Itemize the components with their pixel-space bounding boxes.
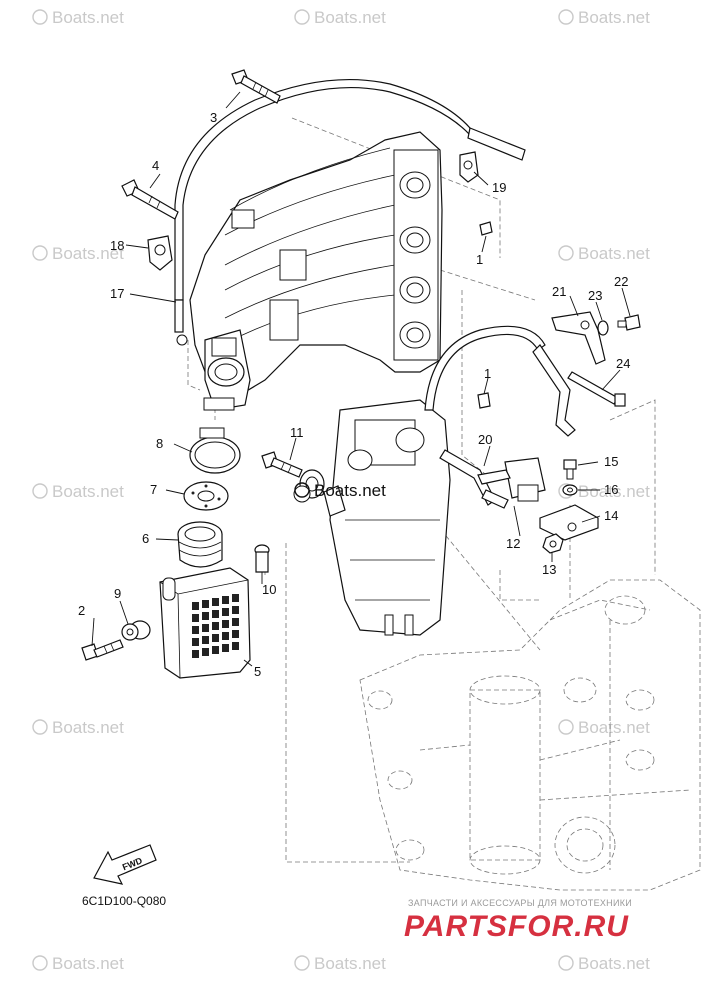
callout-2: 3 bbox=[210, 110, 217, 125]
callout-22: 22 bbox=[614, 274, 628, 289]
intake-manifold bbox=[176, 131, 443, 411]
callout-15: 15 bbox=[604, 454, 618, 469]
svg-text:Boats.net: Boats.net bbox=[578, 954, 650, 973]
callout-11: 11 bbox=[290, 425, 304, 440]
watermark-bottom-center: Boats.net bbox=[294, 954, 386, 973]
pin-part-1-lower bbox=[477, 392, 491, 409]
bolt-part-3 bbox=[121, 179, 179, 220]
callout-13: 13 bbox=[542, 562, 556, 577]
grommet-center bbox=[293, 469, 325, 503]
callout-20: 20 bbox=[478, 432, 492, 447]
fwd-arrow-icon: FWD bbox=[93, 844, 157, 885]
bolt-part-11 bbox=[261, 451, 303, 478]
svg-text:Boats.net: Boats.net bbox=[52, 718, 124, 737]
callout-6: 7 bbox=[150, 482, 157, 497]
site-logo: PARTSFOR.RU bbox=[404, 910, 629, 943]
grommet-part-23 bbox=[597, 320, 609, 336]
cable-tie-part-24 bbox=[567, 371, 626, 407]
watermark-bottom-left: Boats.net bbox=[32, 954, 124, 973]
callout-1-upper: 1 bbox=[476, 252, 483, 267]
watermark-bottom-right: Boats.net bbox=[558, 954, 650, 973]
clip-part-18 bbox=[147, 235, 173, 271]
callout-1-lower: 1 bbox=[484, 366, 491, 381]
callout-19: 19 bbox=[492, 180, 506, 195]
svg-text:Boats.net: Boats.net bbox=[314, 8, 386, 27]
bolt-part-2 bbox=[231, 69, 281, 104]
callout-8: 9 bbox=[114, 586, 121, 601]
diagram-code: 6C1D100-Q080 bbox=[82, 894, 166, 908]
callout-17: 17 bbox=[110, 286, 124, 301]
bracket-part-14 bbox=[539, 504, 599, 541]
watermark-mid-right-upper: Boats.net bbox=[558, 244, 650, 263]
engine-block bbox=[359, 579, 701, 891]
callout-21: 21 bbox=[552, 284, 566, 299]
bolt-part-15 bbox=[563, 459, 577, 480]
callout-16: 16 bbox=[604, 482, 618, 497]
center-watermark: Boats.net bbox=[294, 481, 386, 500]
boot-part-5 bbox=[177, 521, 223, 568]
watermark-mid-left-upper: Boats.net bbox=[32, 244, 124, 263]
callout-3: 4 bbox=[152, 158, 159, 173]
callouts: 3 4 18 17 19 1 1 21 23 22 24 11 20 15 16… bbox=[78, 110, 630, 679]
hose-part-20-area bbox=[439, 449, 496, 506]
grommet-part-8 bbox=[121, 620, 151, 641]
callout-10: 2 bbox=[78, 603, 85, 618]
svg-text:Boats.net: Boats.net bbox=[578, 718, 650, 737]
silencer-part-4 bbox=[159, 567, 251, 679]
callout-18: 18 bbox=[110, 238, 124, 253]
callout-12: 12 bbox=[506, 536, 520, 551]
svg-text:Boats.net: Boats.net bbox=[578, 482, 650, 501]
svg-text:Boats.net: Boats.net bbox=[578, 8, 650, 27]
bolt-part-10 bbox=[81, 639, 124, 661]
site-branding: ЗАПЧАСТИ И АКСЕССУАРЫ ДЛЯ МОТОТЕХНИКИ PA… bbox=[404, 898, 632, 943]
svg-text:Boats.net: Boats.net bbox=[52, 954, 124, 973]
bolt-part-22 bbox=[617, 314, 641, 331]
hose-upper-right bbox=[424, 325, 576, 437]
callout-7: 8 bbox=[156, 436, 163, 451]
bracket-part-21 bbox=[551, 311, 606, 365]
clamp-part-7 bbox=[189, 427, 241, 474]
callout-9: 10 bbox=[262, 582, 276, 597]
gasket-part-6 bbox=[183, 481, 229, 511]
watermark-top-center: Boats.net bbox=[294, 8, 386, 27]
silencer-grid bbox=[192, 594, 239, 658]
svg-text:Boats.net: Boats.net bbox=[52, 482, 124, 501]
callout-23: 23 bbox=[588, 288, 602, 303]
callout-24: 24 bbox=[616, 356, 630, 371]
clip-part-19 bbox=[459, 151, 479, 183]
throttle-body bbox=[323, 399, 451, 636]
nut-part-13 bbox=[542, 533, 564, 554]
bolt-part-9 bbox=[254, 544, 270, 573]
sensor-part-12 bbox=[477, 457, 546, 509]
hose-part-2 bbox=[174, 78, 526, 333]
svg-text:Boats.net: Boats.net bbox=[52, 8, 124, 27]
svg-text:Boats.net: Boats.net bbox=[314, 954, 386, 973]
watermark-top-left: Boats.net bbox=[32, 8, 124, 27]
svg-text:Boats.net: Boats.net bbox=[52, 244, 124, 263]
svg-text:Boats.net: Boats.net bbox=[578, 244, 650, 263]
callout-14: 14 bbox=[604, 508, 618, 523]
pin-part-1-upper bbox=[479, 221, 493, 236]
callout-5: 6 bbox=[142, 531, 149, 546]
watermark-mid-left: Boats.net bbox=[32, 482, 124, 501]
callout-4: 5 bbox=[254, 664, 261, 679]
washer-part-16 bbox=[562, 484, 578, 496]
svg-text:Boats.net: Boats.net bbox=[314, 481, 386, 500]
watermark-lower-right: Boats.net bbox=[558, 718, 650, 737]
watermark-lower-left: Boats.net bbox=[32, 718, 124, 737]
site-tagline: ЗАПЧАСТИ И АКСЕССУАРЫ ДЛЯ МОТОТЕХНИКИ bbox=[408, 898, 632, 908]
watermark-top-right: Boats.net bbox=[558, 8, 650, 27]
leader-lines bbox=[91, 91, 631, 667]
